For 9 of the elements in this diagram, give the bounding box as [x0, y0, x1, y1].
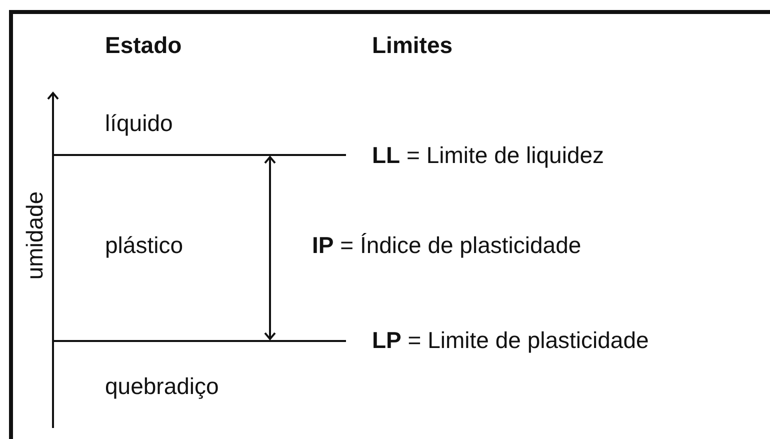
state-label: plástico [105, 234, 183, 256]
column-header: Limites [372, 34, 453, 56]
axis-label: umidade [24, 190, 46, 280]
state-label: líquido [105, 112, 173, 134]
column-header: Estado [105, 34, 182, 56]
limit-label: IP = Índice de plasticidade [312, 234, 582, 256]
limit-label: LP = Limite de plasticidade [372, 328, 649, 352]
state-label: quebradiço [105, 374, 219, 398]
limit-label: LL = Limite de liquidez [372, 144, 604, 166]
